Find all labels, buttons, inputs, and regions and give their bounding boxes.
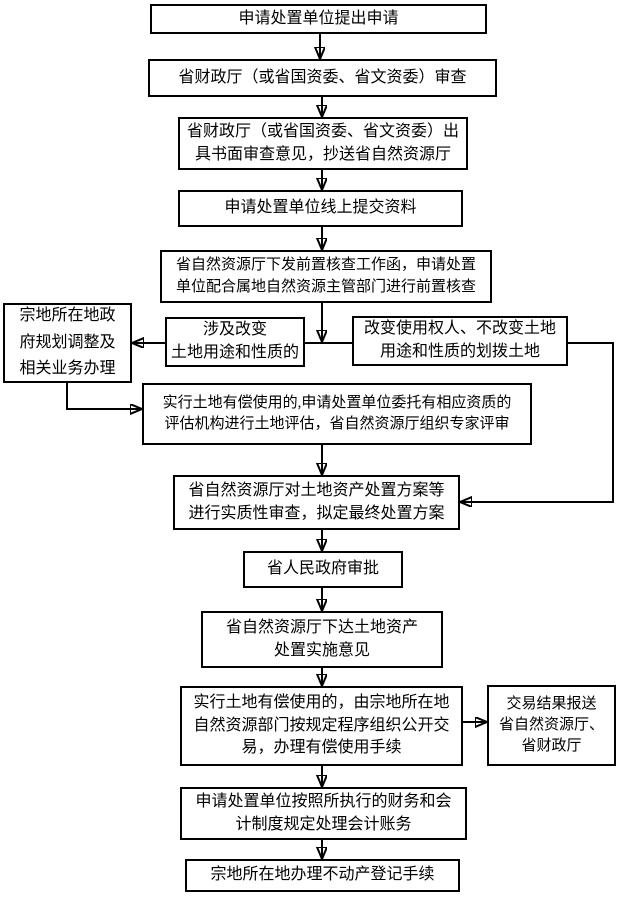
arrow-gov-planning-to-valuation [66,383,142,409]
arrow-allocated-land-to-review [460,342,614,502]
node-property-registration: 宗地所在地办理不动产登记手续 [185,859,460,892]
node-implementation-opinion: 省自然资源厅下达土地资产 处置实施意见 [201,611,443,668]
node-written-opinion: 省财政厅（或省国资委、省文资委）出 具书面审查意见，抄送省自然资源厅 [178,117,468,170]
node-precheck: 省自然资源厅下发前置核查工作函，申请处置 单位配合属地自然资源主管部门进行前置核… [160,250,492,303]
node-submit-application: 申请处置单位提出申请 [150,4,487,34]
node-local-gov-planning: 宗地所在地政 府规划调整及 相关业务办理 [3,303,132,383]
node-accounting: 申请处置单位按照所执行的财务和会 计制度规定处理会计账务 [180,787,467,840]
node-public-trading: 实行土地有偿使用的，由宗地所在地 自然资源部门按规定程序组织公开交 易，办理有偿… [180,686,463,766]
node-trade-result-report: 交易结果报送 省自然资源厅、 省财政厅 [487,685,616,766]
node-provincial-approval: 省人民政府审批 [243,551,403,588]
node-branch-change-use: 涉及改变 土地用途和性质的 [165,317,305,367]
node-substantive-review: 省自然资源厅对土地资产处置方案等 进行实质性审查，拟定最终处置方案 [173,475,460,530]
node-online-submission: 申请处置单位线上提交资料 [178,190,463,227]
node-finance-review: 省财政厅（或省国资委、省文资委）审查 [148,59,497,97]
node-branch-allocated-land: 改变使用权人、不改变土地 用途和性质的划拨土地 [352,316,568,366]
node-land-valuation: 实行土地有偿使用的,申请处置单位委托有相应资质的 评估机构进行土地评估，省自然资… [142,383,532,445]
